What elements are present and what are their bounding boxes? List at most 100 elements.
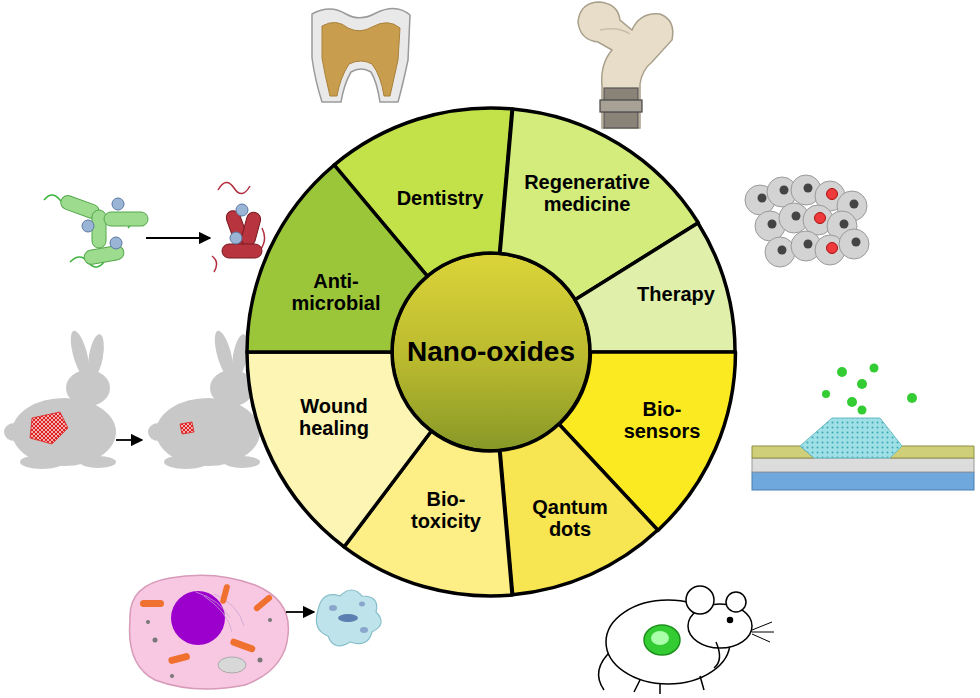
rabbit-icon [20, 455, 64, 469]
cell-icon [146, 620, 150, 624]
cell-icon [229, 638, 256, 653]
segment-label: Dentistry [380, 187, 500, 209]
cell-cluster-icon [804, 240, 813, 249]
cell-icon [146, 618, 272, 678]
segment-label: Wound healing [288, 395, 380, 439]
cell-icon [316, 590, 381, 646]
mouse-icon [599, 586, 774, 694]
cell-icon [130, 575, 382, 689]
bone-implant-icon [600, 29, 630, 34]
wheel-segment: Wound healing [244, 349, 434, 550]
rabbit-icon [12, 398, 116, 466]
cell-icon [218, 657, 246, 673]
biosensor-icon [822, 390, 830, 398]
cell-icon [286, 611, 314, 613]
biosensor-icon [752, 458, 974, 472]
rabbit-icon [224, 456, 260, 468]
cell-cluster-icon [827, 243, 838, 254]
cell-icon [170, 674, 174, 678]
cell-icon [258, 658, 263, 663]
molecule-icon [212, 182, 265, 272]
rabbit-icon [156, 398, 260, 466]
cell-icon [140, 584, 273, 665]
biosensor-icon [752, 364, 974, 491]
cell-cluster-icon [765, 237, 795, 267]
cell-icon [196, 592, 244, 632]
molecule-icon [110, 237, 122, 249]
cell-cluster-icon [839, 229, 869, 259]
cell-icon [140, 600, 164, 607]
mouse-icon [726, 592, 746, 612]
mouse-icon [752, 622, 774, 642]
cell-icon [359, 602, 365, 607]
rabbit-icon [148, 423, 168, 441]
cell-cluster-icon [850, 200, 859, 209]
segment-shape [244, 349, 434, 550]
molecule-icon [82, 220, 94, 232]
rabbit-icon [180, 422, 194, 434]
biosensor-icon [847, 397, 857, 407]
wheel-segment: Qantum dots [497, 421, 661, 598]
segment-outline [575, 223, 735, 352]
center-title: Nano-oxides [396, 337, 586, 368]
cell-cluster-icon [852, 238, 861, 247]
segment-label: Therapy [621, 283, 731, 305]
segment-label: Qantum dots [524, 496, 616, 540]
cell-icon [338, 614, 358, 622]
molecule-icon [146, 237, 210, 239]
cell-icon [220, 584, 231, 605]
cell-cluster-icon [758, 194, 767, 203]
molecule-icon [222, 244, 262, 258]
rabbit-icon [4, 329, 116, 469]
biosensor-icon [870, 364, 879, 373]
rabbit-icon [148, 329, 260, 469]
cell-cluster-icon [840, 220, 849, 229]
molecule-icon [104, 212, 148, 226]
mouse-icon [644, 625, 680, 655]
biosensor-icon [800, 418, 902, 458]
cell-cluster-icon [780, 186, 789, 195]
cell-icon [329, 605, 337, 611]
cell-icon [253, 594, 274, 613]
segment-label: Regenerative medicine [517, 171, 657, 215]
cell-cluster-icon [778, 246, 787, 255]
rabbit-icon [164, 455, 208, 469]
biosensor-icon [837, 367, 847, 377]
arrow [116, 439, 142, 441]
rabbit-icon [85, 333, 106, 379]
bone-implant-icon [600, 100, 642, 112]
biosensor-icon [858, 406, 867, 415]
molecule-icon [230, 232, 242, 244]
segment-label: Bio-sensors [616, 398, 708, 442]
tooth-icon [312, 8, 410, 102]
tooth-icon [312, 8, 410, 102]
segment-outline [247, 352, 431, 547]
cell-cluster-icon [792, 212, 801, 221]
segment-label: Bio-toxicity [400, 488, 492, 532]
segment-outline [247, 165, 427, 352]
cell-cluster-icon [815, 213, 826, 224]
rabbit-icon [4, 423, 24, 441]
cell-cluster-icon [745, 175, 869, 267]
mouse-icon [634, 642, 720, 694]
wheel-segment: Therapy [572, 220, 738, 355]
cell-icon [268, 618, 272, 622]
mouse-icon [651, 631, 669, 645]
biosensor-icon [907, 393, 917, 403]
cell-icon [360, 627, 368, 633]
cell-icon [171, 591, 225, 645]
rabbit-icon [80, 456, 116, 468]
biosensor-icon [890, 446, 974, 458]
molecule-icon [44, 182, 265, 272]
molecule-icon [92, 210, 106, 248]
cell-cluster-icon [827, 189, 838, 200]
segment-outline [500, 424, 658, 595]
cell-icon [130, 575, 289, 689]
cell-cluster-icon [804, 184, 813, 193]
molecule-icon [112, 198, 124, 210]
mouse-icon [728, 618, 733, 623]
cell-cluster-icon [768, 220, 777, 229]
bone-implant-icon [578, 2, 673, 128]
biosensor-icon [857, 379, 867, 389]
rabbit-icon [30, 412, 68, 444]
